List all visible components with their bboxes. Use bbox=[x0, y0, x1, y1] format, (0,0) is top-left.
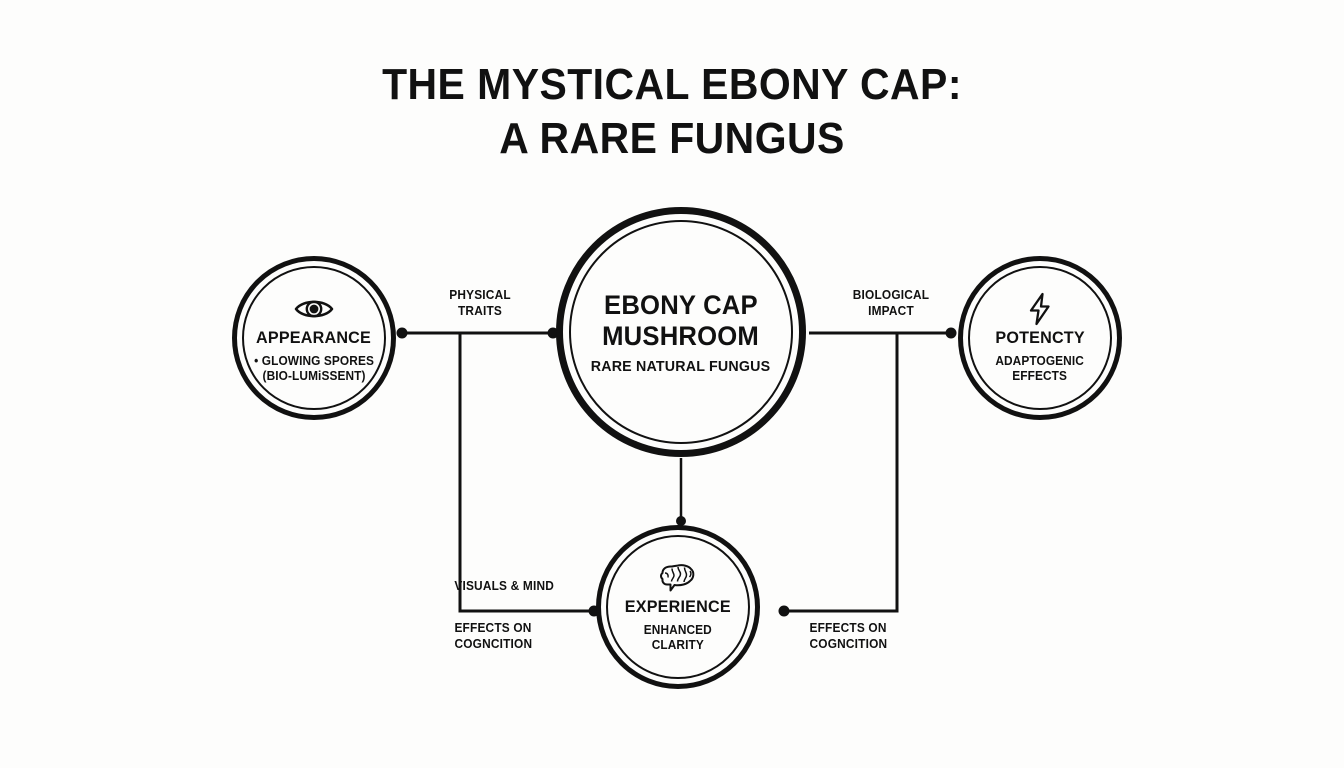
dot-experience-right bbox=[778, 605, 790, 617]
node-title-line-1: EBONY CAP bbox=[604, 289, 758, 320]
edge-label-effects-on-cognition-left: EFFECTS ON COGNCITION bbox=[454, 621, 533, 651]
dot-potency bbox=[945, 327, 957, 339]
node-appearance[interactable]: APPEARANCE • GLOWING SPORES (BIO-LUMiSSE… bbox=[232, 256, 396, 420]
brain-icon bbox=[659, 561, 697, 595]
edge-appearance-experience bbox=[458, 334, 594, 613]
node-experience[interactable]: EXPERIENCE ENHANCED CLARITY bbox=[596, 525, 760, 689]
node-title: APPEARANCE bbox=[256, 328, 372, 347]
dot-center-left bbox=[547, 327, 559, 339]
title-line-1: THE MYSTICAL EBONY CAP: bbox=[382, 60, 962, 109]
page-title: THE MYSTICAL EBONY CAP: A RARE FUNGUS bbox=[0, 58, 1344, 166]
node-title: EXPERIENCE bbox=[624, 597, 732, 616]
lightning-bolt-icon bbox=[1027, 292, 1053, 326]
node-subtitle-line-2: CLARITY bbox=[651, 638, 705, 652]
node-title-line-2: MUSHROOM bbox=[602, 320, 760, 351]
node-ebony-cap-mushroom[interactable]: EBONY CAP MUSHROOM RARE NATURAL FUNGUS bbox=[556, 207, 806, 457]
edge-potency-experience bbox=[784, 334, 899, 613]
node-subtitle: RARE NATURAL FUNGUS bbox=[591, 357, 771, 375]
node-subtitle-line-2: EFFECTS bbox=[1012, 369, 1068, 383]
node-subtitle-line-1: ADAPTOGENIC bbox=[995, 354, 1085, 368]
node-subtitle-line-1: ENHANCED bbox=[643, 623, 713, 637]
title-line-2: A RARE FUNGUS bbox=[499, 114, 845, 163]
node-subtitle-line-2: (BIO-LUMiSSENT) bbox=[262, 369, 366, 383]
node-subtitle-line-1: • GLOWING SPORES bbox=[254, 354, 374, 368]
node-subtitle: ADAPTOGENIC EFFECTS bbox=[996, 354, 1085, 384]
node-potency[interactable]: POTENCTY ADAPTOGENIC EFFECTS bbox=[958, 256, 1122, 420]
connector-dots bbox=[396, 327, 957, 617]
dot-appearance bbox=[396, 327, 408, 339]
edge-label-visuals-and-mind: VISUALS & MIND bbox=[454, 579, 554, 593]
edge-label-biological-impact: BIOLOGICAL IMPACT bbox=[852, 288, 930, 318]
node-title: POTENCTY bbox=[995, 328, 1085, 347]
node-subtitle: ENHANCED CLARITY bbox=[644, 623, 712, 653]
edge-label-physical-traits: PHYSICAL TRAITS bbox=[449, 288, 511, 318]
dot-experience-top bbox=[676, 516, 686, 526]
node-subtitle: • GLOWING SPORES (BIO-LUMiSSENT) bbox=[254, 354, 374, 384]
edge-label-effects-on-cognition-right: EFFECTS ON COGNCITION bbox=[809, 621, 888, 651]
eye-icon bbox=[294, 292, 334, 326]
